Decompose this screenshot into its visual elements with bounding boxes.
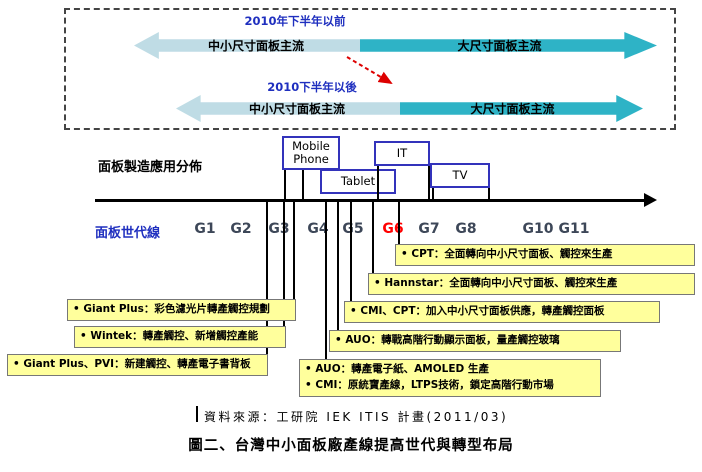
generation-label: G4: [307, 221, 329, 237]
period-before-label: 2010年下半年以前: [244, 14, 346, 28]
app-box-tablet: Tablet: [320, 169, 396, 194]
callout-wintek: • Wintek：轉產觸控、新增觸控產能: [74, 326, 286, 348]
source-text: 資料來源：工研院 IEK ITIS 計畫(2011/03): [204, 410, 509, 424]
callout-giant-plus: • Giant Plus：彩色濾光片轉產觸控規劃: [67, 299, 296, 321]
period-after-label: 2010下半年以後: [267, 80, 357, 94]
tick-line: [432, 188, 434, 199]
connector-line: [266, 201, 268, 355]
connector-line: [325, 201, 327, 360]
app-box-tv: TV: [430, 163, 490, 188]
connector-line: [283, 201, 285, 327]
figure-caption: 圖二、台灣中小面板廠產線提高世代與轉型布局: [188, 438, 514, 454]
tick-line: [428, 166, 430, 199]
generation-label: G5: [342, 221, 364, 237]
callout-auo: • AUO：轉戰高階行動顯示面板，量產觸控玻璃: [329, 330, 621, 352]
tick-line: [488, 188, 490, 199]
connector-line: [372, 201, 374, 274]
generation-label: G2: [230, 221, 252, 237]
generation-label: G1: [194, 221, 216, 237]
callout-auo-cmi: • AUO：轉產電子紙、AMOLED 生產 • CMI：原統寶產線，LTPS技術…: [299, 359, 601, 397]
connector-line: [398, 201, 400, 245]
app-box-it: IT: [374, 141, 430, 166]
generation-label: G7: [418, 221, 440, 237]
app-box-mobile-phone: Mobile Phone: [282, 136, 340, 170]
generation-label: G8: [455, 221, 477, 237]
callout-auo-line: • AUO：轉產電子紙、AMOLED 生產: [305, 363, 489, 376]
apps-distribution-label: 面板製造應用分佈: [98, 160, 203, 175]
connector-line: [337, 201, 339, 331]
tick-line: [284, 170, 286, 199]
connector-line: [293, 201, 295, 300]
timeline-axis: [95, 199, 646, 202]
generation-label: G10: [522, 221, 554, 237]
shift-arrow: [346, 56, 393, 85]
text-cursor-bar: [196, 406, 198, 422]
callout-cmi-line: • CMI：原統寶產線，LTPS技術，鎖定高階行動市場: [305, 379, 554, 391]
tick-line: [302, 170, 304, 199]
generation-label: G11: [558, 221, 590, 237]
timeline-axis-arrowhead: [644, 193, 657, 207]
callout-cmi-cpt: • CMI、CPT：加入中小尺寸面板供應，轉產觸控面板: [344, 301, 660, 323]
connector-line: [350, 201, 352, 302]
callout-giant-plus-pvi: • Giant Plus、PVI：新建觸控、轉產電子書背板: [7, 354, 268, 376]
tick-line: [377, 166, 379, 199]
callout-cpt: • CPT：全面轉向中小尺寸面板、觸控來生產: [395, 244, 695, 266]
generation-label: G3: [268, 221, 290, 237]
generation-label-highlight: G6: [382, 221, 404, 237]
callout-hannstar: • Hannstar：全面轉向中小尺寸面板、觸控來生產: [368, 273, 695, 295]
generation-axis-label: 面板世代線: [95, 226, 161, 241]
